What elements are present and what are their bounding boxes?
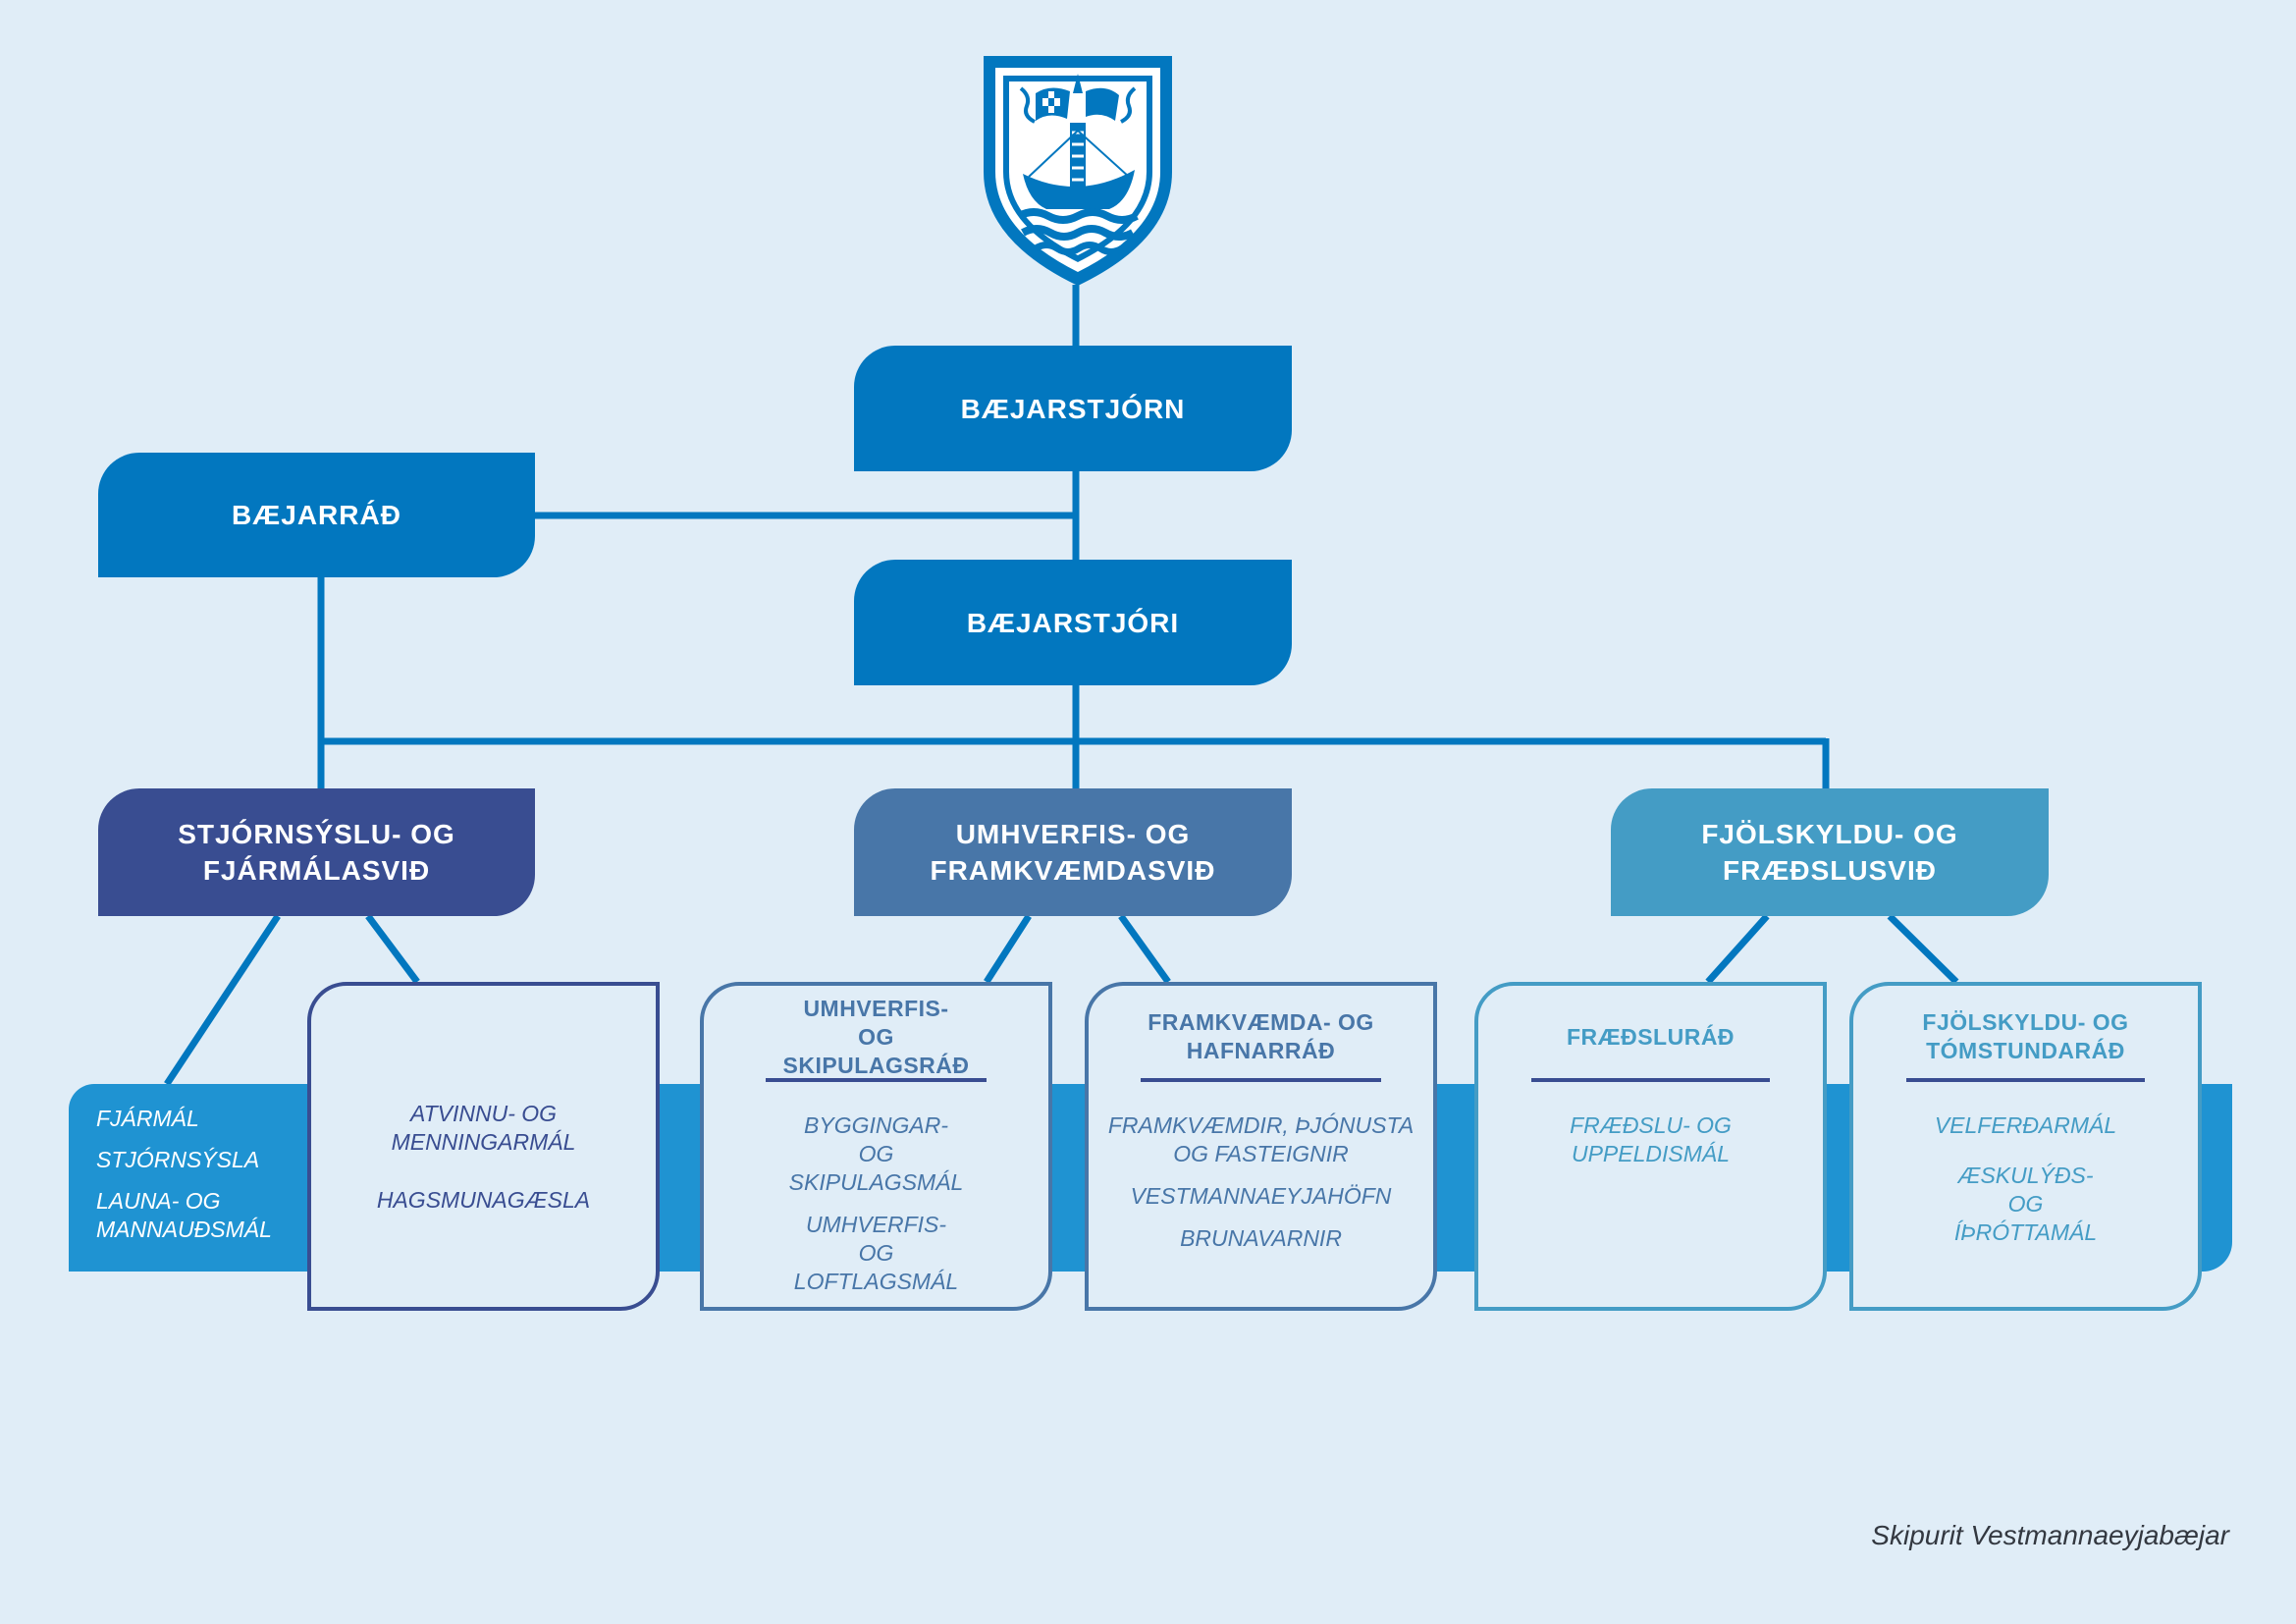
division-fam-line1: FJÖLSKYLDU- OG [1701,819,1958,849]
connector-fam-card1 [1705,913,1770,985]
council-box: BÆJARSTJÓRN [854,346,1292,471]
division-admin-line2: FJÁRMÁLASVIÐ [202,855,431,886]
division-fam-line2: FRÆÐSLUSVIÐ [1723,855,1937,886]
card-item: FRÆÐSLU- OG UPPELDISMÁL [1570,1112,1732,1166]
town-board-label: BÆJARRÁÐ [232,500,401,530]
card-title: FJÖLSKYLDU- OG TÓMSTUNDARÁÐ [1922,1009,2129,1063]
card-divider [1531,1078,1770,1082]
card-title: FRAMKVÆMDA- OG HAFNARRÁÐ [1148,1009,1374,1063]
card-item: FRAMKVÆMDIR, ÞJÓNUSTA OG FASTEIGNIR [1107,1112,1415,1166]
card-item: VELFERÐARMÁL [1934,1112,2117,1138]
card-divider [766,1078,987,1082]
card-item: ATVINNU- OG MENNINGARMÁL [391,1101,576,1155]
band-item: FJÁRMÁL [96,1106,199,1131]
municipal-coat-of-arms-icon [984,56,1172,286]
card-works-harbour-council: FRAMKVÆMDA- OG HAFNARRÁÐ FRAMKVÆMDIR, ÞJ… [1085,982,1437,1311]
card-title: UMHVERFIS- OG SKIPULAGSRÁÐ [782,995,970,1078]
division-environment-works: UMHVERFIS- OG FRAMKVÆMDASVIÐ [854,788,1292,916]
card-environment-planning-council: UMHVERFIS- OG SKIPULAGSRÁÐ BYGGINGAR- OG… [700,982,1052,1311]
town-board-box: BÆJARRÁÐ [98,453,535,577]
mayor-label: BÆJARSTJÓRI [966,607,1180,638]
card-item: VESTMANNAEYJAHÖFN [1130,1183,1392,1209]
band-item: STJÓRNSÝSLA [96,1147,260,1172]
card-family-leisure-council: FJÖLSKYLDU- OG TÓMSTUNDARÁÐ VELFERÐARMÁL… [1849,982,2202,1311]
card-divider [1906,1078,2145,1082]
connector-admin-band [164,914,281,1086]
division-admin-finance: STJÓRNSÝSLU- OG FJÁRMÁLASVIÐ [98,788,535,916]
council-label: BÆJARSTJÓRN [960,393,1186,424]
division-admin-line1: STJÓRNSÝSLU- OG [178,819,455,849]
connector-fam-card2 [1887,913,1959,985]
mayor-box: BÆJARSTJÓRI [854,560,1292,685]
admin-band-list: FJÁRMÁL STJÓRNSÝSLA LAUNA- OG MANNAUÐSMÁ… [96,1105,293,1257]
card-item: HAGSMUNAGÆSLA [376,1187,591,1213]
card-title: FRÆÐSLURÁÐ [1566,1023,1735,1050]
card-item: BRUNAVARNIR [1180,1225,1342,1251]
card-item: BYGGINGAR- OG SKIPULAGSMÁL [788,1112,964,1195]
card-business-culture: ATVINNU- OG MENNINGARMÁL HAGSMUNAGÆSLA [307,982,660,1311]
card-education-council: FRÆÐSLURÁÐ FRÆÐSLU- OG UPPELDISMÁL [1474,982,1827,1311]
band-item: LAUNA- OG MANNAUÐSMÁL [96,1188,272,1242]
connector-env-card1 [984,914,1032,984]
division-env-line1: UMHVERFIS- OG [955,819,1191,849]
connector-admin-card [365,913,420,985]
division-env-line2: FRAMKVÆMDASVIÐ [930,855,1216,886]
coat-of-arms-logo [982,54,1174,288]
card-divider [1141,1078,1381,1082]
card-item: UMHVERFIS- OG LOFTLAGSMÁL [793,1212,959,1294]
chart-caption: Skipurit Vestmannaeyjabæjar [1871,1520,2229,1550]
connector-env-card2 [1118,913,1171,985]
card-item: ÆSKULÝÐS- OG ÍÞRÓTTAMÁL [1953,1163,2098,1245]
division-family-education: FJÖLSKYLDU- OG FRÆÐSLUSVIÐ [1611,788,2049,916]
